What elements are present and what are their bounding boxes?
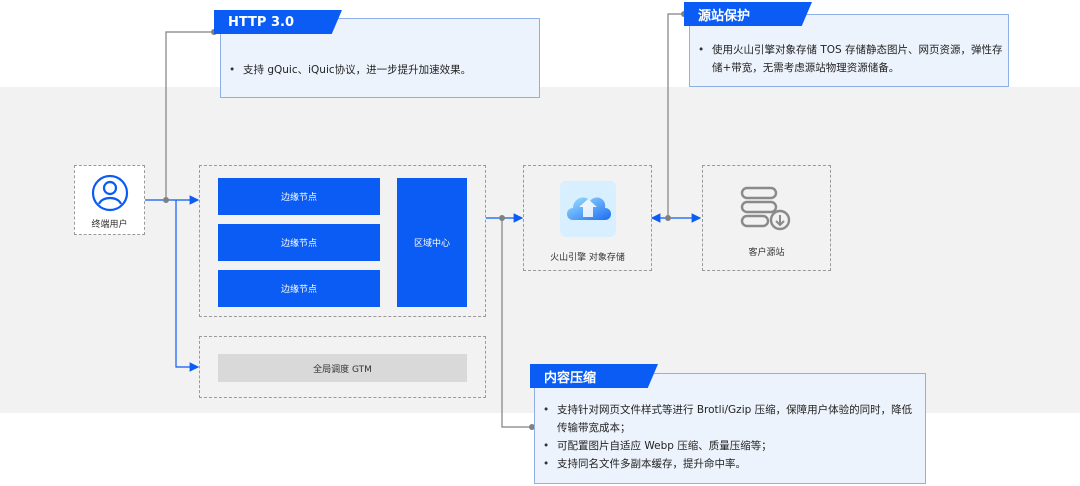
user-box: 终端用户 xyxy=(74,165,145,235)
edge-cluster xyxy=(199,165,486,317)
http3-item: 支持 gQuic、iQuic协议，进一步提升加速效果。 xyxy=(221,61,471,79)
storage-label: 火山引擎 对象存储 xyxy=(550,253,625,263)
compress-item-3: 支持同名文件多副本缓存，提升命中率。 xyxy=(535,455,919,473)
user-label: 终端用户 xyxy=(91,220,128,230)
origin-box: 客户源站 xyxy=(702,165,831,271)
origin-protect-item: 使用火山引擎对象存储 TOS 存储静态图片、网页资源，弹性存储+带宽，无需考虑源… xyxy=(690,41,1006,77)
gtm-box xyxy=(199,336,486,398)
compress-item-2: 可配置图片自适应 Webp 压缩、质量压缩等； xyxy=(535,437,919,455)
edge-node-1: 边缘节点 xyxy=(218,178,380,215)
gtm-bar: 全局调度 GTM xyxy=(218,354,467,382)
origin-protect-title: 源站保护 xyxy=(684,2,812,26)
edge-node-3: 边缘节点 xyxy=(218,270,380,307)
compress-title: 内容压缩 xyxy=(530,364,658,388)
compress-callout: 支持针对网页文件样式等进行 Brotli/Gzip 压缩，保障用户体验的同时，降… xyxy=(534,373,926,484)
compress-item-1: 支持针对网页文件样式等进行 Brotli/Gzip 压缩，保障用户体验的同时，降… xyxy=(535,401,919,437)
user-icon xyxy=(91,174,129,212)
region-center: 区域中心 xyxy=(397,178,467,307)
origin-label: 客户源站 xyxy=(748,248,785,258)
storage-box: 火山引擎 对象存储 xyxy=(523,165,652,271)
cloud-storage-icon xyxy=(560,181,616,237)
http3-title: HTTP 3.0 xyxy=(214,10,342,34)
edge-node-2: 边缘节点 xyxy=(218,224,380,261)
server-icon xyxy=(740,186,791,231)
origin-protect-callout: 使用火山引擎对象存储 TOS 存储静态图片、网页资源，弹性存储+带宽，无需考虑源… xyxy=(689,14,1009,87)
background-band xyxy=(0,87,1080,413)
